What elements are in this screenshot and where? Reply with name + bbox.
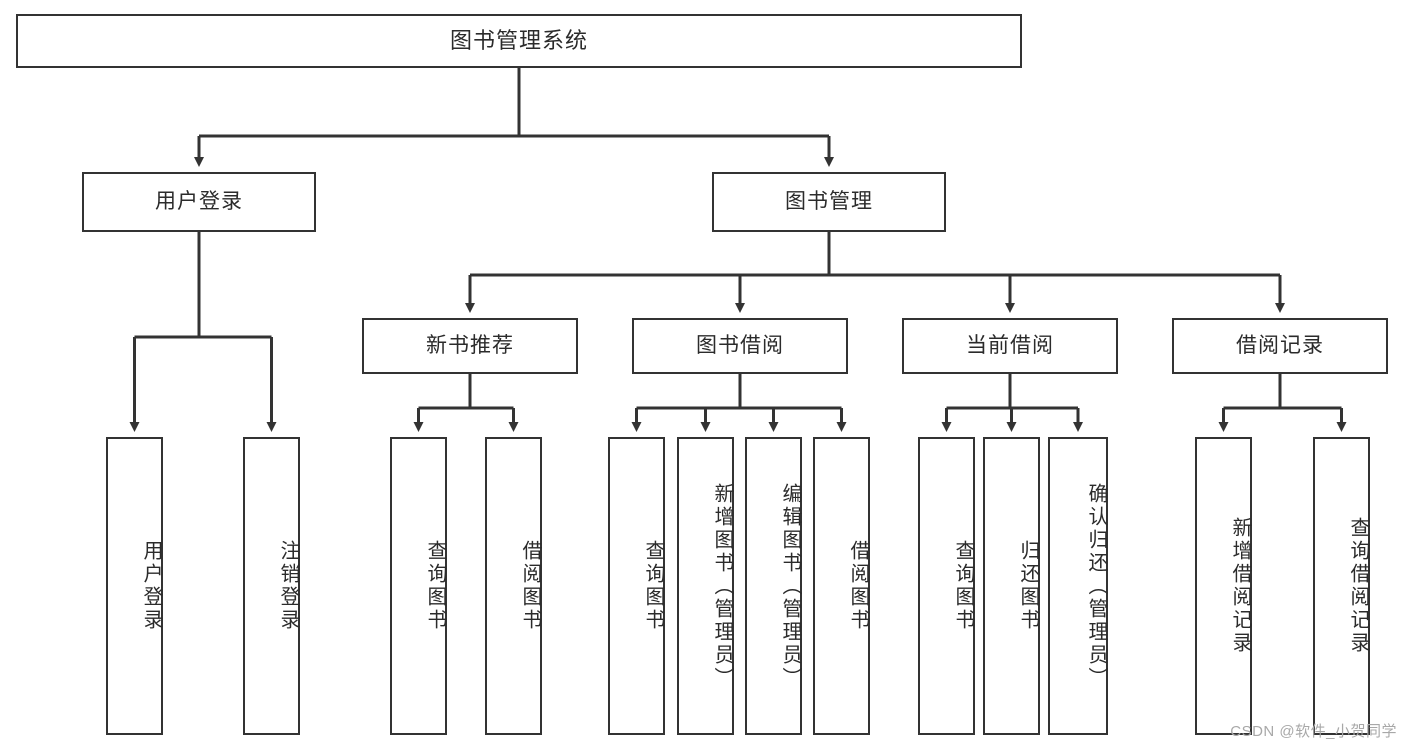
node-level2-new-book-recommend[interactable]: 新书推荐 bbox=[362, 318, 578, 374]
watermark-credit: CSDN @软件_小贺同学 bbox=[1230, 723, 1397, 740]
node-level1-user-login[interactable]: 用户登录 bbox=[82, 172, 316, 232]
node-leaf-user-login[interactable]: 用户登录 bbox=[106, 437, 163, 735]
node-level1-book-management[interactable]: 图书管理 bbox=[712, 172, 946, 232]
node-level2-current-borrow[interactable]: 当前借阅 bbox=[902, 318, 1118, 374]
node-level2-borrow-record[interactable]: 借阅记录 bbox=[1172, 318, 1388, 374]
node-leaf-query-book-current[interactable]: 查询图书 bbox=[918, 437, 975, 735]
node-leaf-query-borrow-record[interactable]: 查询借阅记录 bbox=[1313, 437, 1370, 735]
node-leaf-borrow-book[interactable]: 借阅图书 bbox=[813, 437, 870, 735]
node-leaf-edit-book-admin[interactable]: 编辑图书（管理员） bbox=[745, 437, 802, 735]
connector-lines bbox=[129, 68, 1347, 432]
node-leaf-add-book-admin[interactable]: 新增图书（管理员） bbox=[677, 437, 734, 735]
node-leaf-query-book-borrow[interactable]: 查询图书 bbox=[608, 437, 665, 735]
node-level2-book-borrow[interactable]: 图书借阅 bbox=[632, 318, 848, 374]
node-leaf-user-logout[interactable]: 注销登录 bbox=[243, 437, 300, 735]
node-leaf-confirm-return-admin[interactable]: 确认归还（管理员） bbox=[1048, 437, 1108, 735]
node-root-system[interactable]: 图书管理系统 bbox=[16, 14, 1022, 68]
node-leaf-borrow-book-recommend[interactable]: 借阅图书 bbox=[485, 437, 542, 735]
node-leaf-add-borrow-record[interactable]: 新增借阅记录 bbox=[1195, 437, 1252, 735]
node-leaf-return-book[interactable]: 归还图书 bbox=[983, 437, 1040, 735]
node-leaf-query-book-recommend[interactable]: 查询图书 bbox=[390, 437, 447, 735]
